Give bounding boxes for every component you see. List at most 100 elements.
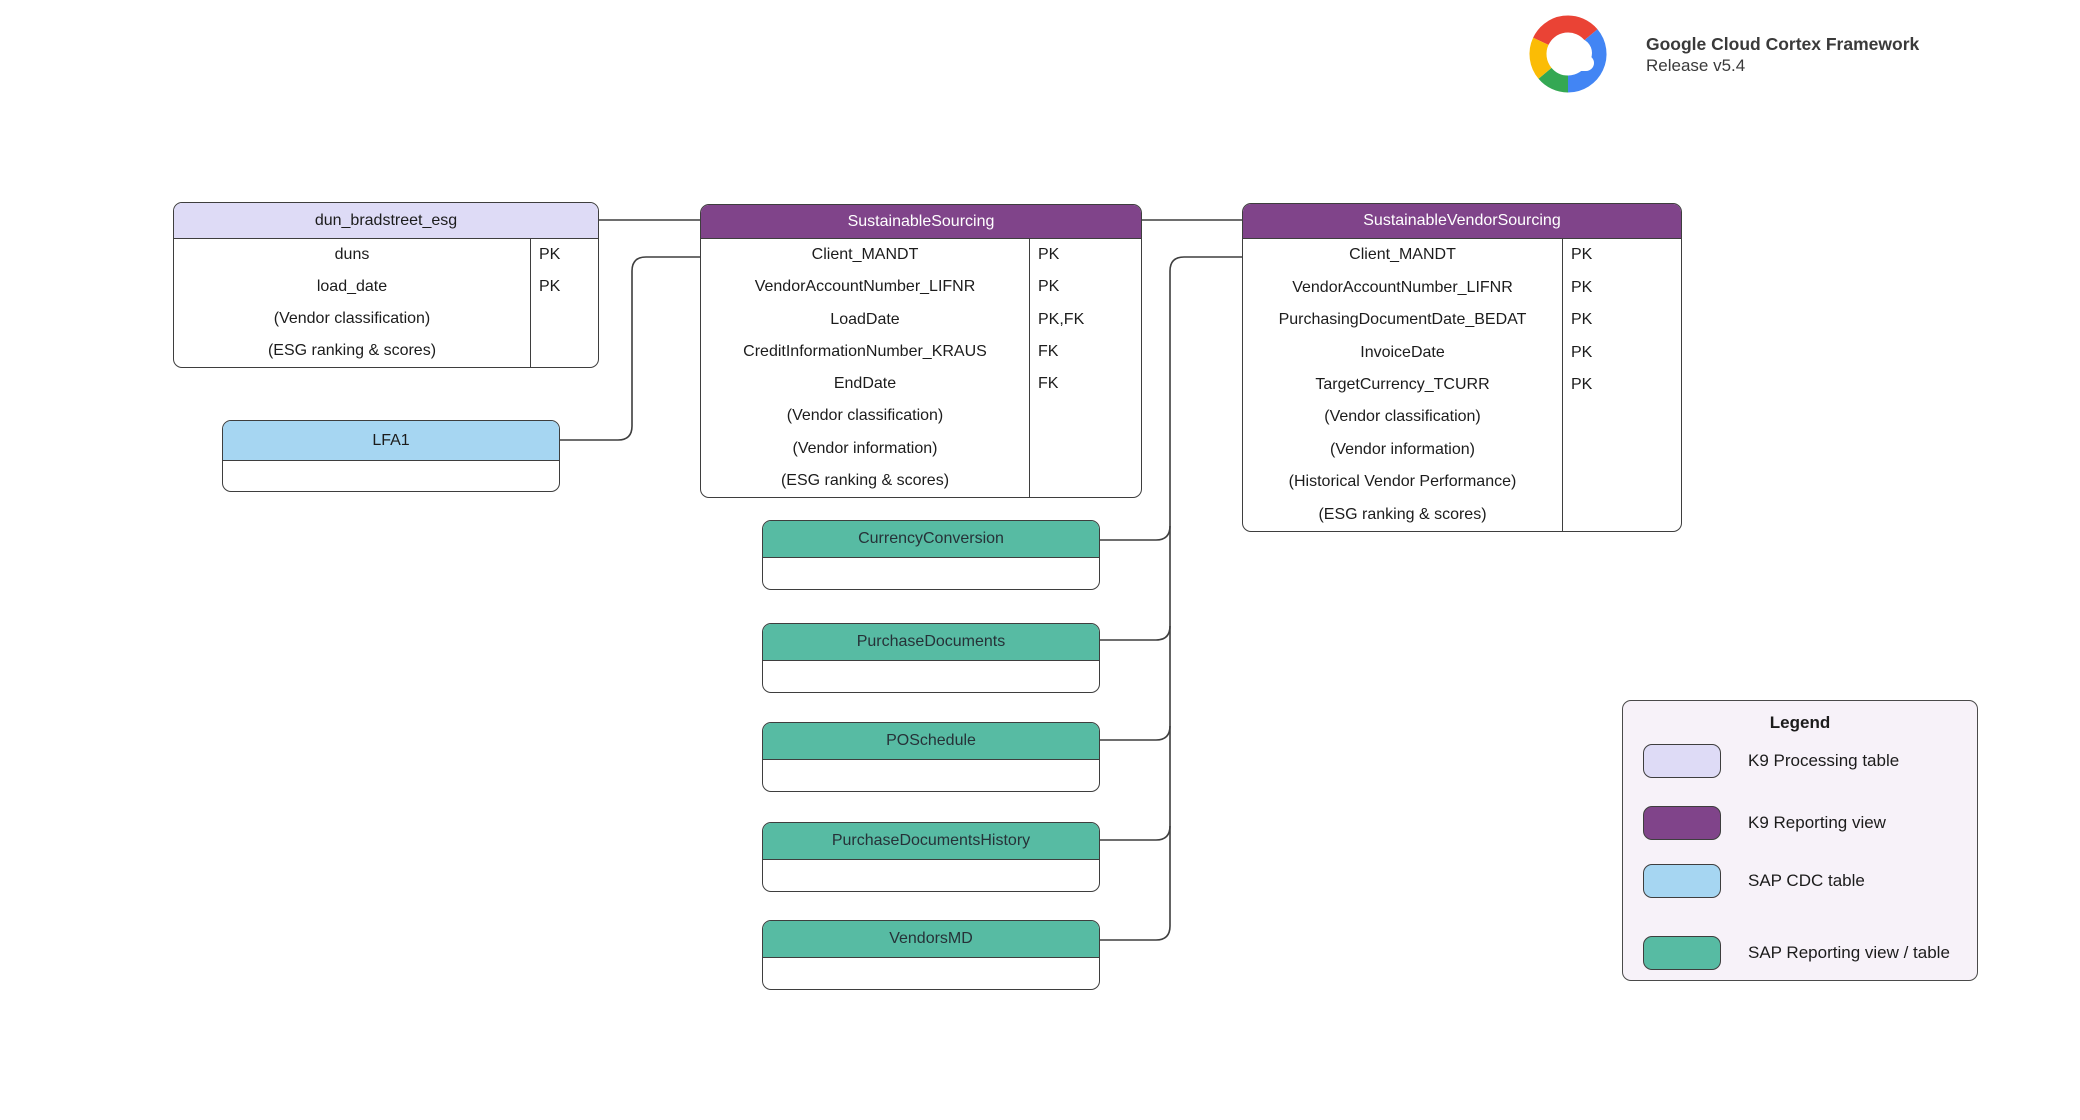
table-header: POSchedule (763, 723, 1099, 760)
field-name: (Vendor classification) (786, 407, 944, 425)
table-title: VendorsMD (889, 930, 973, 947)
field-name: (Vendor classification) (273, 310, 431, 327)
legend-panel: Legend K9 Processing table K9 Reporting … (1622, 700, 1978, 981)
field-name: VendorAccountNumber_LIFNR (1292, 278, 1513, 296)
table-row: (Vendor classification) (174, 303, 598, 335)
table-title: SustainableVendorSourcing (1363, 212, 1561, 229)
table-header: PurchaseDocumentsHistory (763, 823, 1099, 860)
legend-item: K9 Processing table (1643, 744, 1899, 778)
table-body (763, 958, 1099, 989)
table-purchasedocuments: PurchaseDocuments (762, 623, 1100, 693)
table-header: dun_bradstreet_esg (174, 203, 598, 239)
table-row: TargetCurrency_TCURR PK (1243, 368, 1681, 402)
legend-title: Legend (1769, 713, 1831, 732)
field-key: PK (1562, 271, 1681, 304)
table-title: CurrencyConversion (858, 530, 1004, 547)
field-name: InvoiceDate (1360, 343, 1445, 361)
table-row: PurchasingDocumentDate_BEDAT PK (1243, 303, 1681, 337)
field-key: PK (1029, 239, 1141, 272)
connector-purchasedocumentshistory-branch (1100, 825, 1171, 841)
table-header: VendorsMD (763, 921, 1099, 958)
legend-swatch-sap-cdc-table (1643, 864, 1721, 898)
table-row: VendorAccountNumber_LIFNR PK (701, 271, 1141, 304)
table-dun-bradstreet-esg: dun_bradstreet_esg duns PK load_date PK … (173, 202, 599, 368)
field-key (1029, 432, 1141, 465)
table-body (763, 661, 1099, 692)
field-key: PK (1562, 336, 1681, 369)
table-row: (Historical Vendor Performance) (1243, 466, 1681, 499)
legend-label: SAP CDC table (1748, 871, 1865, 890)
table-row: Client_MANDT PK (701, 239, 1141, 272)
table-row: VendorAccountNumber_LIFNR PK (1243, 271, 1681, 304)
table-title: LFA1 (372, 431, 410, 449)
field-name: LoadDate (830, 310, 900, 328)
field-key (1562, 401, 1681, 434)
field-key (530, 303, 598, 335)
table-body (763, 760, 1099, 791)
legend-swatch-k9-processing-table (1643, 744, 1721, 778)
field-key: PK (530, 239, 598, 271)
field-name: load_date (316, 278, 388, 295)
connector-purchasedocuments-branch (1100, 625, 1171, 641)
field-name: TargetCurrency_TCURR (1315, 375, 1490, 393)
table-row: (Vendor information) (701, 432, 1141, 465)
table-header: CurrencyConversion (763, 521, 1099, 558)
field-name: VendorAccountNumber_LIFNR (754, 278, 976, 296)
field-key: PK (1029, 271, 1141, 304)
table-poschedule: POSchedule (762, 722, 1100, 792)
table-purchasedocumentshistory: PurchaseDocumentsHistory (762, 822, 1100, 892)
table-lfa1: LFA1 (222, 420, 560, 492)
field-key (1029, 464, 1141, 497)
table-header: SustainableVendorSourcing (1243, 204, 1681, 239)
table-header: LFA1 (223, 421, 559, 461)
brand-title: Google Cloud Cortex Framework (1646, 34, 1920, 54)
table-body (223, 461, 559, 491)
field-name: Client_MANDT (1349, 246, 1456, 264)
field-name: Client_MANDT (811, 246, 919, 264)
table-row: EndDate FK (701, 368, 1141, 401)
field-key: PK,FK (1029, 303, 1141, 336)
field-name: (Vendor information) (1330, 440, 1475, 458)
field-name: (ESG ranking & scores) (780, 471, 950, 489)
connector-poschedule-branch (1100, 725, 1171, 741)
table-row: CreditInformationNumber_KRAUS FK (701, 335, 1141, 368)
field-key: FK (1029, 335, 1141, 368)
table-header: PurchaseDocuments (763, 624, 1099, 661)
field-key: PK (530, 271, 598, 303)
connector-currencyconversion-branch (1100, 525, 1171, 541)
table-body (763, 860, 1099, 891)
table-vendorsmd: VendorsMD (762, 920, 1100, 990)
table-currencyconversion: CurrencyConversion (762, 520, 1100, 590)
field-key: PK (1562, 368, 1681, 402)
table-sustainablesourcing: SustainableSourcing Client_MANDT PK Vend… (700, 204, 1142, 498)
legend-item: SAP Reporting view / table (1643, 936, 1950, 970)
table-title: dun_bradstreet_esg (314, 211, 458, 229)
field-name: (ESG ranking & scores) (267, 342, 437, 359)
field-key: PK (1562, 303, 1681, 337)
legend-swatch-k9-reporting-view (1643, 806, 1721, 840)
table-header: SustainableSourcing (701, 205, 1141, 239)
table-row: (ESG ranking & scores) (701, 464, 1141, 497)
table-row: Client_MANDT PK (1243, 239, 1681, 272)
field-name: duns (334, 246, 370, 263)
table-row: (Vendor information) (1243, 433, 1681, 467)
field-key (1562, 466, 1681, 499)
table-row: (Vendor classification) (1243, 401, 1681, 434)
field-key: FK (1029, 368, 1141, 401)
legend-swatch-sap-reporting-view-table (1643, 936, 1721, 970)
legend-label: K9 Processing table (1748, 751, 1900, 770)
field-name: PurchasingDocumentDate_BEDAT (1278, 311, 1527, 329)
table-title: POSchedule (886, 732, 976, 749)
field-name: (ESG ranking & scores) (1318, 505, 1487, 523)
field-key (530, 335, 598, 367)
legend-item: K9 Reporting view (1643, 806, 1886, 840)
table-row: LoadDate PK,FK (701, 303, 1141, 336)
table-title: SustainableSourcing (847, 212, 995, 230)
field-name: (Historical Vendor Performance) (1288, 473, 1517, 491)
field-name: (Vendor classification) (1324, 408, 1481, 426)
field-name: (Vendor information) (792, 439, 938, 457)
table-row: load_date PK (174, 271, 598, 303)
table-row: InvoiceDate PK (1243, 336, 1681, 369)
table-row: (ESG ranking & scores) (1243, 498, 1681, 531)
